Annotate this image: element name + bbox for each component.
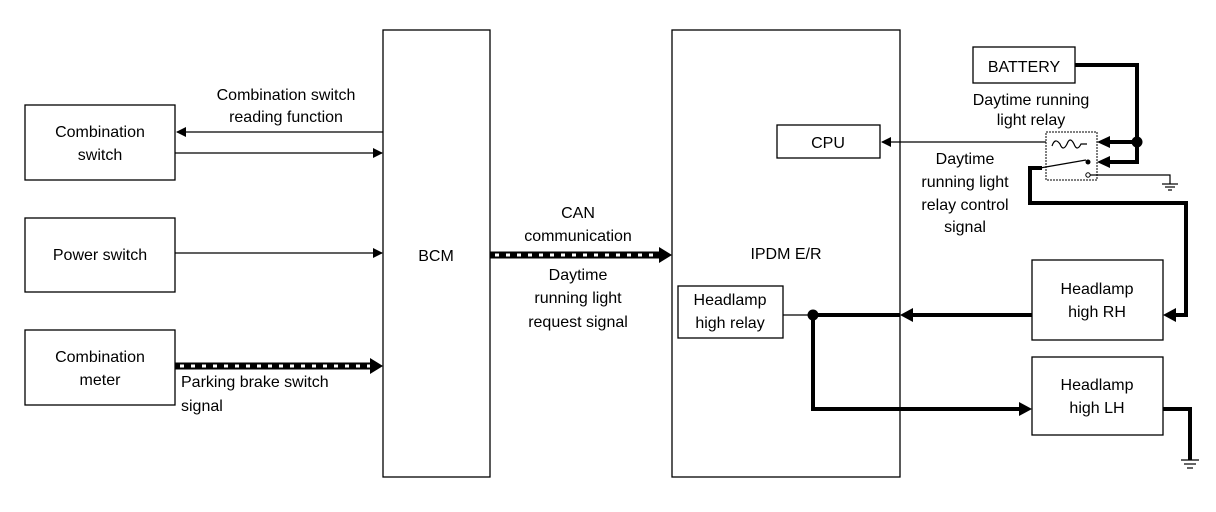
drl-relay-label: Daytime running light relay — [973, 92, 1090, 129]
svg-text:Daytime: Daytime — [549, 267, 608, 284]
svg-text:Power switch: Power switch — [53, 247, 147, 264]
svg-text:signal: signal — [181, 398, 223, 415]
combination-meter-block: Combination meter — [24, 329, 176, 406]
battery-feed-wire — [1075, 63, 1139, 164]
svg-text:switch: switch — [78, 147, 122, 164]
parking-brake-can-arrow — [175, 358, 383, 374]
svg-text:Combination: Combination — [55, 124, 145, 141]
headlamp-high-lh-block: Headlamp high LH — [1031, 356, 1164, 436]
svg-text:IPDM E/R: IPDM E/R — [750, 246, 821, 263]
svg-text:CAN: CAN — [561, 205, 595, 222]
headlamp-high-relay-block: Headlamp high relay — [677, 285, 784, 339]
svg-text:Headlamp: Headlamp — [1061, 377, 1134, 394]
svg-text:meter: meter — [80, 372, 122, 389]
svg-text:CPU: CPU — [811, 135, 845, 152]
svg-text:Combination switch: Combination switch — [217, 87, 356, 104]
can-label: CAN communication — [524, 205, 632, 245]
cpu-block: CPU — [776, 124, 881, 159]
power-switch-block: Power switch — [24, 217, 176, 293]
ipdm-er-block: IPDM E/R — [671, 29, 901, 478]
drl-relay-control-label: Daytime running light relay control sign… — [921, 151, 1009, 236]
daytime-running-light-relay — [1039, 131, 1098, 181]
relay-switch-contact — [1039, 159, 1087, 169]
svg-text:BCM: BCM — [418, 248, 454, 265]
relay-to-headlamp-rh-wire — [1028, 166, 1188, 317]
ground-icon — [1162, 183, 1178, 191]
svg-text:communication: communication — [524, 228, 632, 245]
svg-text:relay control: relay control — [921, 197, 1008, 214]
ground-icon — [1181, 459, 1199, 469]
parking-brake-label: Parking brake switch signal — [181, 374, 329, 415]
svg-text:Combination: Combination — [55, 349, 145, 366]
svg-text:Parking brake switch: Parking brake switch — [181, 374, 329, 391]
headlamp-lh-ground-wire — [1163, 407, 1192, 460]
svg-text:Headlamp: Headlamp — [694, 292, 767, 309]
battery-block: BATTERY — [972, 46, 1076, 84]
relay-coil-icon — [1051, 139, 1087, 149]
ipdm-to-headlamp-lh-wire — [811, 315, 1020, 411]
svg-text:Daytime running: Daytime running — [973, 92, 1090, 109]
svg-text:high LH: high LH — [1069, 400, 1124, 417]
bcm-block: BCM — [382, 29, 491, 478]
svg-text:high RH: high RH — [1068, 304, 1126, 321]
junction-dot — [1131, 136, 1143, 148]
svg-text:high relay: high relay — [695, 315, 764, 332]
svg-text:BATTERY: BATTERY — [988, 59, 1061, 76]
svg-text:signal: signal — [944, 219, 986, 236]
svg-text:light relay: light relay — [997, 112, 1065, 129]
combination-switch-reading-label: Combination switch reading function — [217, 87, 356, 126]
svg-text:running light: running light — [921, 174, 1009, 191]
combination-switch-block: Combination switch — [24, 104, 176, 181]
svg-text:Headlamp: Headlamp — [1061, 281, 1134, 298]
drl-request-label: Daytime running light request signal — [528, 267, 628, 331]
relay-ground-wire — [1090, 174, 1171, 184]
svg-text:request signal: request signal — [528, 314, 628, 331]
can-communication-arrow — [490, 247, 672, 263]
svg-text:reading function: reading function — [229, 109, 343, 126]
headlamp-high-rh-block: Headlamp high RH — [1031, 259, 1164, 341]
svg-text:Daytime: Daytime — [936, 151, 995, 168]
svg-text:running light: running light — [534, 290, 622, 307]
